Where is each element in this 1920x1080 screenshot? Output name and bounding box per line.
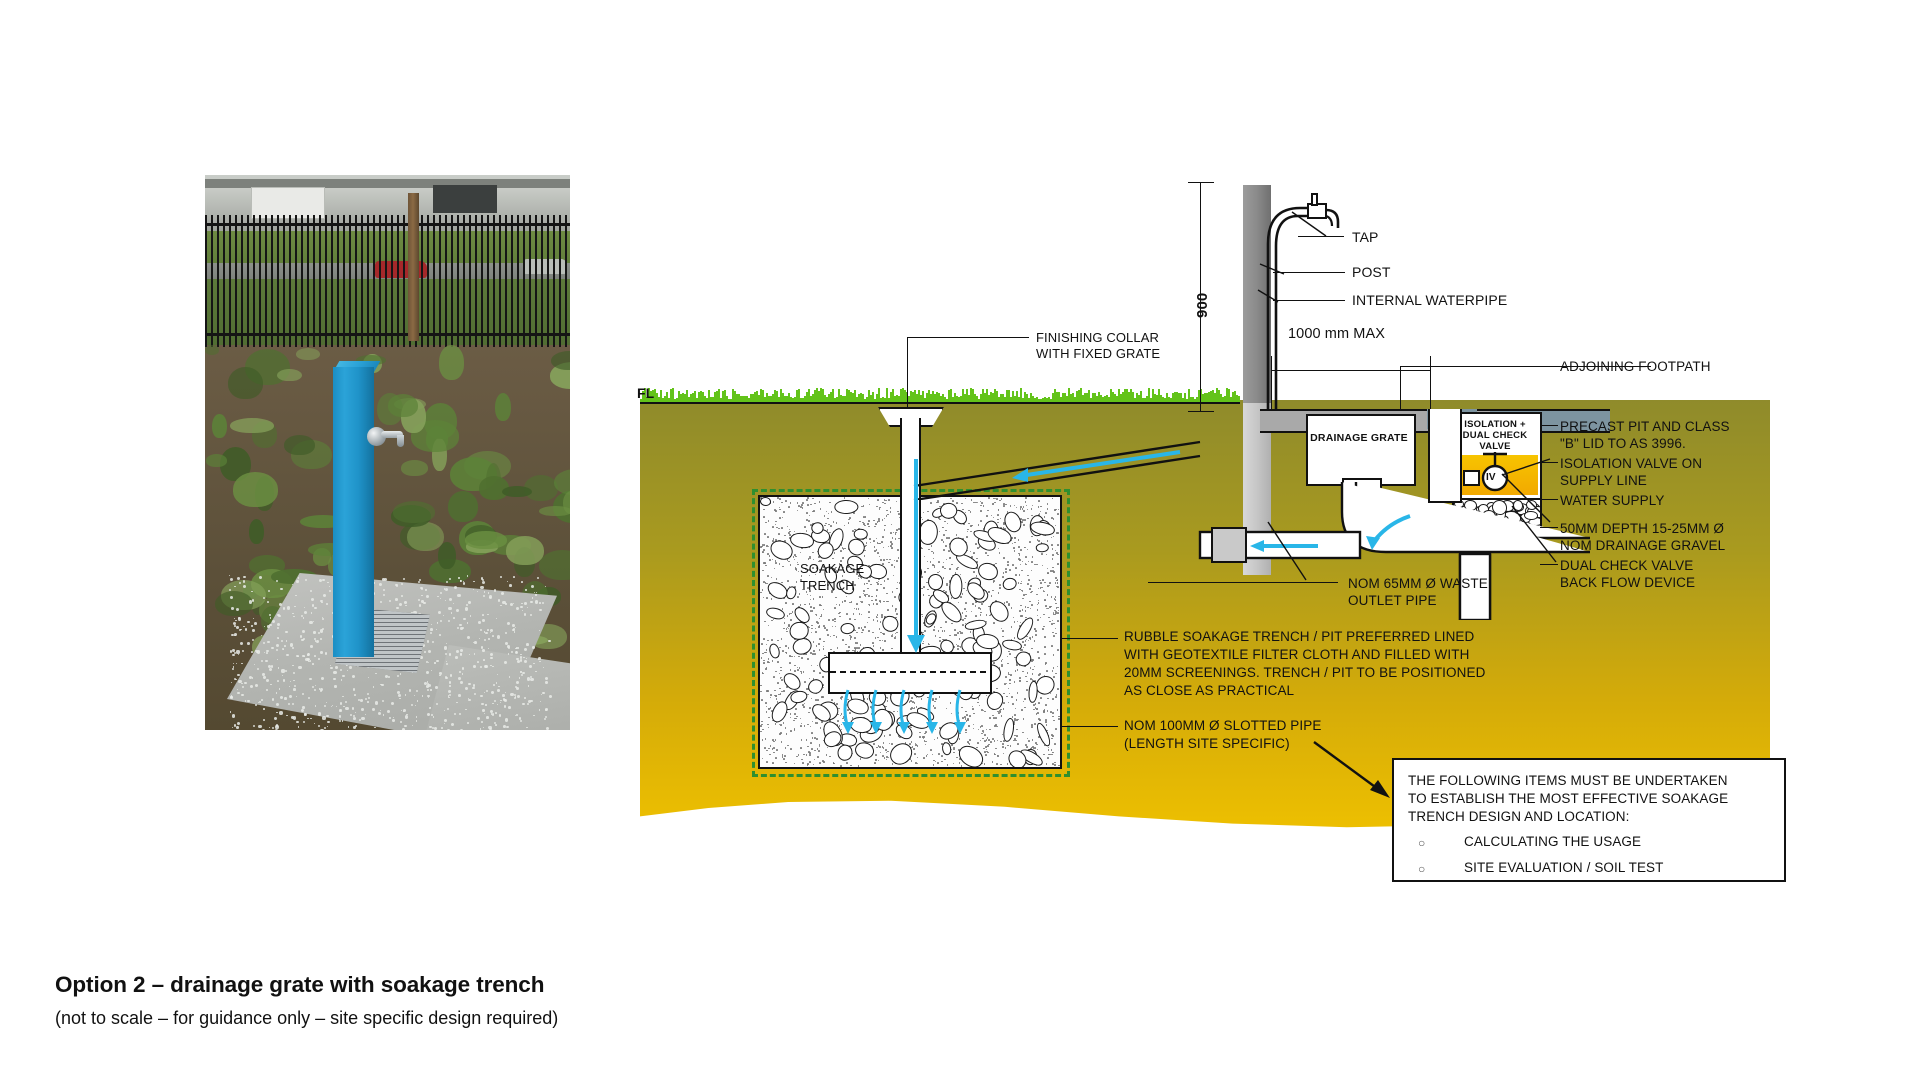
callout-slotted-pipe: NOM 100MM Ø SLOTTED PIPE (LENGTH SITE SP… — [1124, 718, 1322, 751]
callout-gravel-2: NOM DRAINAGE GRAVEL — [1560, 538, 1726, 553]
finished-level-line — [640, 402, 1240, 404]
waste-outlet-run — [913, 440, 1201, 500]
callout-internal-waterpipe: INTERNAL WATERPIPE — [1352, 292, 1508, 308]
callout-dual-check-1: DUAL CHECK VALVE — [1560, 558, 1694, 573]
soakage-trench-label: SOAKAGE TRENCH — [800, 561, 865, 593]
underground-pipework — [1198, 482, 1590, 620]
leader-waterpipe — [1273, 300, 1345, 302]
leader-post-diag — [1259, 263, 1285, 275]
leader-footpath-v — [1400, 366, 1402, 410]
photo-garage-door — [251, 187, 325, 219]
dim-900-label: 900 — [1194, 292, 1211, 318]
dim-900-line — [1200, 182, 1202, 412]
note-box: THE FOLLOWING ITEMS MUST BE UNDERTAKEN T… — [1392, 758, 1786, 882]
dim-1000-label: 1000 mm MAX — [1288, 326, 1385, 342]
grass-line — [640, 388, 1240, 403]
dim-1000-line — [1271, 370, 1431, 372]
drainage-grate-pit — [1306, 414, 1416, 486]
leader-tap-diag — [1291, 211, 1327, 237]
leader-footpath-h — [1400, 366, 1550, 368]
callout-precast-pit-1: PRECAST PIT AND CLASS — [1560, 419, 1730, 434]
callout-dual-check-2: BACK FLOW DEVICE — [1560, 575, 1696, 590]
leader-slotted — [1062, 726, 1118, 728]
site-photo — [205, 175, 570, 730]
leader-footpath-h2 — [1541, 366, 1651, 368]
callout-adjoining-footpath: ADJOINING FOOTPATH — [1560, 359, 1711, 374]
callout-isolation-valve-1: ISOLATION VALVE ON — [1560, 456, 1703, 471]
callout-water-supply: WATER SUPPLY — [1560, 493, 1665, 508]
flow-arrows-trench — [1012, 450, 1181, 482]
photo-garage-door-2 — [433, 185, 497, 213]
callout-finishing-collar: FINISHING COLLAR WITH FIXED GRATE — [1036, 330, 1161, 361]
drainage-grate-label: DRAINAGE GRATE — [1310, 432, 1408, 444]
callout-post: POST — [1352, 264, 1391, 280]
photo-roofline — [205, 179, 570, 188]
fl-label: FL — [637, 385, 655, 401]
water-supply-riser — [1428, 409, 1462, 503]
isolation-valve-label: ISOLATION + DUAL CHECK VALVE — [1462, 419, 1528, 452]
valve-symbol-graphic — [1463, 452, 1509, 492]
leader-note-arrow — [1313, 741, 1390, 798]
leader-rubble — [1062, 638, 1118, 640]
callout-precast-pit-2: "B" LID TO AS 3996. — [1560, 436, 1686, 451]
page-title: Option 2 – drainage grate with soakage t… — [55, 972, 545, 997]
callout-tap: TAP — [1352, 229, 1379, 245]
post-above-ground — [1243, 185, 1271, 403]
leader-post — [1273, 272, 1345, 274]
slotted-pipe — [828, 652, 992, 694]
leader-collar-h — [907, 337, 1029, 339]
dim-1000-tick-left — [1271, 356, 1273, 412]
dim-1000-tick-right — [1430, 356, 1432, 434]
flow-arrows-waste — [1250, 514, 1411, 552]
dim-900-tick-top — [1188, 182, 1214, 184]
note-bullet-2: SITE EVALUATION / SOIL TEST — [1464, 860, 1664, 875]
callout-isolation-valve-2: SUPPLY LINE — [1560, 473, 1647, 488]
callout-gravel-1: 50MM DEPTH 15-25MM Ø — [1560, 521, 1725, 536]
page-subtitle: (not to scale – for guidance only – site… — [55, 1008, 559, 1028]
leader-waste-h — [1148, 582, 1338, 584]
flow-arrows-infiltration — [842, 689, 966, 734]
callout-rubble-trench: RUBBLE SOAKAGE TRENCH / PIT PREFERRED LI… — [1124, 629, 1486, 698]
photo-chrome-tap — [367, 425, 404, 449]
valve-symbol-text: IV — [1486, 472, 1496, 483]
photo-blue-bollard — [333, 367, 374, 657]
callout-waste-outlet-pipe: NOM 65MM Ø WASTE OUTLET PIPE — [1348, 576, 1488, 608]
note-bullet-1: CALCULATING THE USAGE — [1464, 834, 1642, 849]
note-bullet-glyph-2: ○ — [1418, 862, 1426, 876]
dim-900-tick-bottom — [1188, 411, 1214, 413]
flow-arrow-down-riser — [907, 459, 925, 653]
note-heading: THE FOLLOWING ITEMS MUST BE UNDERTAKEN T… — [1408, 773, 1729, 824]
leader-tap — [1298, 236, 1344, 238]
leader-waste-diag — [1267, 521, 1307, 581]
leader-waterpipe-diag — [1257, 289, 1279, 303]
note-bullet-glyph-1: ○ — [1418, 836, 1426, 850]
photo-timber-post — [408, 193, 419, 341]
photo-white-car — [523, 259, 567, 274]
leader-collar-v — [907, 337, 909, 409]
